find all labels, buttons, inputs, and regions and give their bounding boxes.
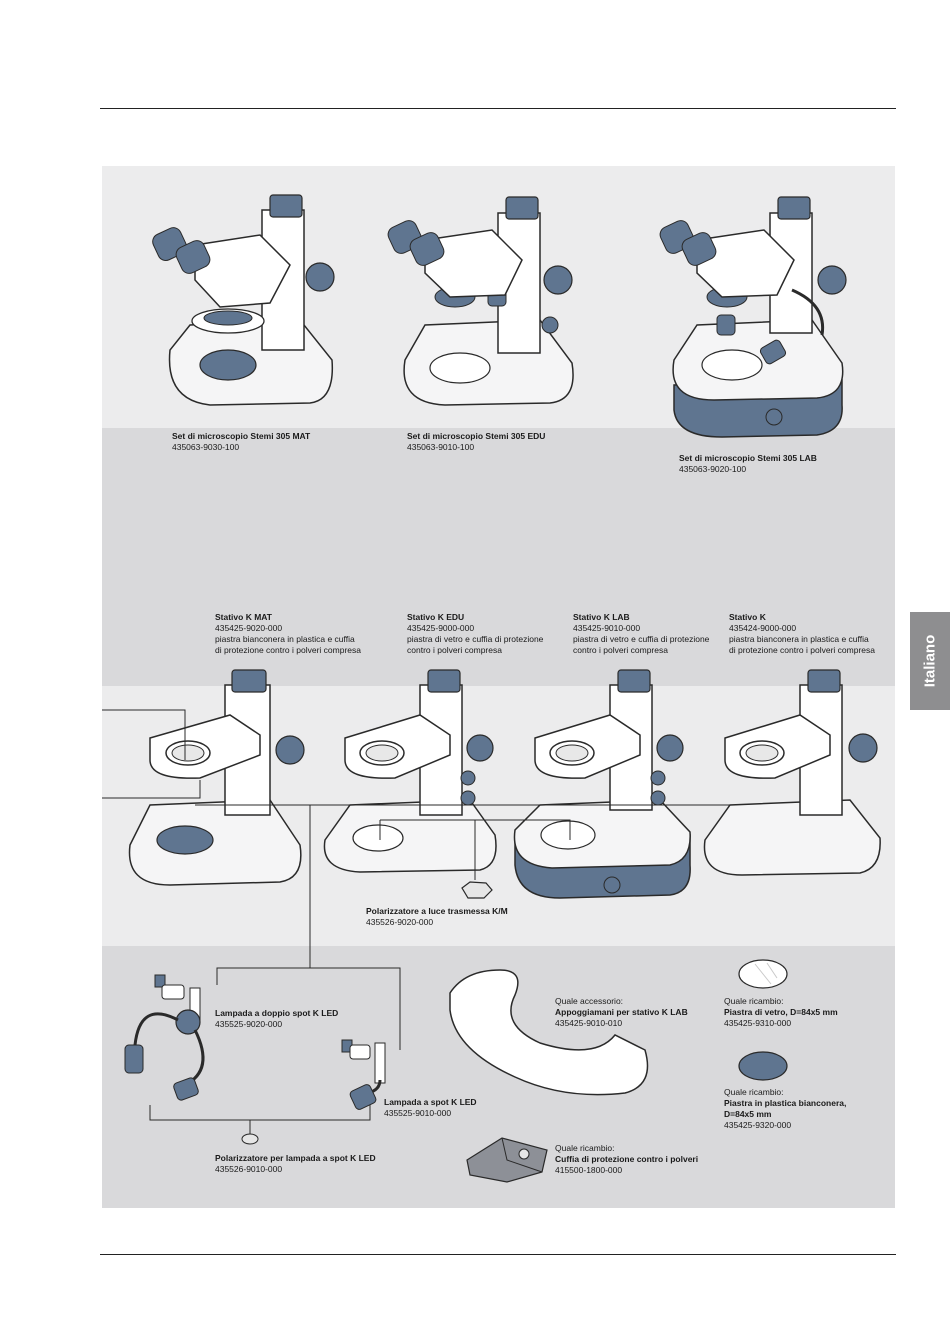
stand-label-edu: Stativo K EDU 435425-9000-000 piastra di…: [407, 612, 543, 656]
stand-label-k: Stativo K 435424-9000-000 piastra bianco…: [729, 612, 875, 656]
glass-plate-code: 435425-9310-000: [724, 1018, 792, 1028]
stand-desc-k-2: di protezione contro i polveri compresa: [729, 645, 875, 655]
stand-title-k: Stativo K: [729, 612, 766, 622]
spot-polarizer-title: Polarizzatore per lampada a spot K LED: [215, 1153, 376, 1163]
stand-desc-edu-2: contro i polveri compresa: [407, 645, 502, 655]
set-title-edu: Set di microscopio Stemi 305 EDU: [407, 431, 546, 441]
stand-edu-illustration: [323, 669, 497, 873]
bottom-rule: [100, 1254, 896, 1255]
stand-title-mat: Stativo K MAT: [215, 612, 272, 622]
stand-desc-lab-2: contro i polveri compresa: [573, 645, 668, 655]
bw-plate-title-2: D=84x5 mm: [724, 1109, 772, 1119]
spot-polarizer-label: Polarizzatore per lampada a spot K LED 4…: [215, 1153, 376, 1175]
stand-code-edu: 435425-9000-000: [407, 623, 475, 633]
stand-title-lab: Stativo K LAB: [573, 612, 630, 622]
language-tab[interactable]: Italiano: [910, 612, 950, 710]
stand-code-lab: 435425-9010-000: [573, 623, 641, 633]
set-label-edu: Set di microscopio Stemi 305 EDU 435063-…: [407, 431, 545, 453]
microscope-mat-illustration: [152, 194, 335, 406]
dust-cover-sub: Quale ricambio:: [555, 1143, 615, 1153]
stand-label-mat: Stativo K MAT 435425-9020-000 piastra bi…: [215, 612, 361, 656]
double-spot-label: Lampada a doppio spot K LED 435525-9020-…: [215, 1008, 338, 1030]
polarizer-transmitted-label: Polarizzatore a luce trasmessa K/M 43552…: [366, 906, 508, 928]
armrest-label: Quale accessorio: Appoggiamani per stati…: [555, 996, 688, 1029]
set-code-lab: 435063-9020-100: [679, 464, 747, 474]
bw-plate-label: Quale ricambio: Piastra in plastica bian…: [724, 1087, 846, 1131]
set-title-mat: Set di microscopio Stemi 305 MAT: [172, 431, 311, 441]
set-label-lab: Set di microscopio Stemi 305 LAB 435063-…: [679, 453, 817, 475]
glass-plate-title: Piastra di vetro, D=84x5 mm: [724, 1007, 838, 1017]
dust-cover-title: Cuffia di protezione contro i polveri: [555, 1154, 699, 1164]
double-spot-code: 435525-9020-000: [215, 1019, 283, 1029]
stand-desc-mat-2: di protezione contro i polveri compresa: [215, 645, 361, 655]
bw-plate-illustration: [738, 1051, 788, 1081]
stand-lab-illustration: [513, 669, 691, 899]
band-stand-labels: [102, 428, 895, 686]
stand-k-illustration: [703, 669, 881, 876]
polarizer-transmitted-code: 435526-9020-000: [366, 917, 434, 927]
spot-polarizer-code: 435526-9010-000: [215, 1164, 283, 1174]
dust-cover-label: Quale ricambio: Cuffia di protezione con…: [555, 1143, 698, 1176]
bw-plate-code: 435425-9320-000: [724, 1120, 792, 1130]
stand-desc-mat-1: piastra bianconera in plastica e cuffia: [215, 634, 355, 644]
spot-lamp-illustration: [341, 1039, 386, 1110]
glass-plate-sub: Quale ricambio:: [724, 996, 784, 1006]
top-rule: [100, 108, 896, 109]
microscope-lab-illustration: [659, 196, 847, 438]
bw-plate-title-1: Piastra in plastica bianconera,: [724, 1098, 847, 1108]
bw-plate-sub: Quale ricambio:: [724, 1087, 784, 1097]
stand-mat-illustration: [128, 669, 305, 886]
set-label-mat: Set di microscopio Stemi 305 MAT 435063-…: [172, 431, 310, 453]
stand-title-edu: Stativo K EDU: [407, 612, 465, 622]
double-spot-lamp-illustration: [124, 974, 205, 1101]
glass-plate-illustration: [738, 959, 788, 989]
armrest-code: 435425-9010-010: [555, 1018, 623, 1028]
dust-cover-code: 415500-1800-000: [555, 1165, 623, 1175]
stand-label-lab: Stativo K LAB 435425-9010-000 piastra di…: [573, 612, 709, 656]
microscope-edu-illustration: [387, 196, 574, 406]
polarizer-transmitted-illustration: [461, 881, 493, 899]
stand-desc-lab-1: piastra di vetro e cuffia di protezione: [573, 634, 710, 644]
double-spot-title: Lampada a doppio spot K LED: [215, 1008, 339, 1018]
polarizer-transmitted-title: Polarizzatore a luce trasmessa K/M: [366, 906, 508, 916]
armrest-illustration: [449, 969, 649, 1096]
stand-code-k: 435424-9000-000: [729, 623, 797, 633]
set-code-edu: 435063-9010-100: [407, 442, 475, 452]
stand-code-mat: 435425-9020-000: [215, 623, 283, 633]
glass-plate-label: Quale ricambio: Piastra di vetro, D=84x5…: [724, 996, 838, 1029]
set-code-mat: 435063-9030-100: [172, 442, 240, 452]
set-title-lab: Set di microscopio Stemi 305 LAB: [679, 453, 817, 463]
armrest-title: Appoggiamani per stativo K LAB: [555, 1007, 688, 1017]
spot-label: Lampada a spot K LED 435525-9010-000: [384, 1097, 477, 1119]
stand-desc-k-1: piastra bianconera in plastica e cuffia: [729, 634, 869, 644]
spot-code: 435525-9010-000: [384, 1108, 452, 1118]
armrest-sub: Quale accessorio:: [555, 996, 624, 1006]
spot-polarizer-illustration: [241, 1133, 259, 1145]
stand-desc-edu-1: piastra di vetro e cuffia di protezione: [407, 634, 544, 644]
dust-cover-illustration: [466, 1137, 548, 1183]
spot-title: Lampada a spot K LED: [384, 1097, 477, 1107]
